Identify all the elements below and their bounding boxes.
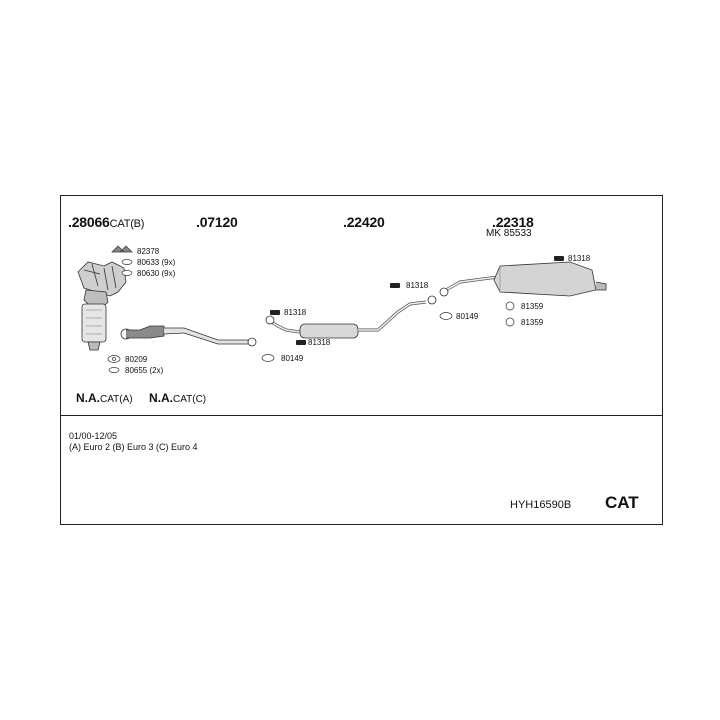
hanger-icons xyxy=(270,256,564,345)
manifold-catalyst xyxy=(77,261,127,351)
part-number-22420: .22420 xyxy=(343,214,385,230)
variant-label-c: N.A.CAT(C) xyxy=(149,390,206,406)
section-divider xyxy=(60,415,663,416)
part-80149-a: 80149 xyxy=(281,354,304,363)
variant-c-cat: CAT(C) xyxy=(173,394,207,405)
part-81318-b: 81318 xyxy=(308,338,331,347)
part-sub-mk: MK 85533 xyxy=(486,228,532,239)
diagram-frame xyxy=(60,195,663,525)
variant-label-a: N.A.CAT(A) xyxy=(76,390,133,406)
rear-silencer xyxy=(439,261,607,297)
part-81359-a: 81359 xyxy=(521,302,544,311)
part-80149-b: 80149 xyxy=(456,312,479,321)
part-81318-a: 81318 xyxy=(284,308,307,317)
part-80633: 80633 (9x) xyxy=(137,258,176,267)
set-code: HYH16590B xyxy=(510,499,572,511)
part-80655: 80655 (2x) xyxy=(125,366,164,375)
variant-c-na: N.A. xyxy=(149,391,173,405)
emission-notes: (A) Euro 2 (B) Euro 3 (C) Euro 4 xyxy=(69,442,198,452)
part-80630: 80630 (9x) xyxy=(137,269,176,278)
part-80209: 80209 xyxy=(125,355,148,364)
part-number-28066: .28066CAT(B) xyxy=(68,215,144,230)
part-number-07120: .07120 xyxy=(196,214,238,230)
part-82378: 82378 xyxy=(137,247,160,256)
front-pipe xyxy=(120,325,257,347)
part-number-22318: .22318 xyxy=(492,214,534,230)
part-81318-c: 81318 xyxy=(406,281,429,290)
part-suffix-main-1: CAT(B) xyxy=(109,218,145,230)
variant-a-na: N.A. xyxy=(76,391,100,405)
gasket-icons xyxy=(107,245,515,373)
part-81359-b: 81359 xyxy=(521,318,544,327)
cat-label: CAT xyxy=(605,493,639,512)
date-range: 01/00-12/05 xyxy=(69,431,118,441)
part-number-main-1: .28066 xyxy=(68,214,110,230)
part-81318-d: 81318 xyxy=(568,254,591,263)
middle-silencer xyxy=(265,295,437,339)
variant-a-cat: CAT(A) xyxy=(100,394,133,405)
